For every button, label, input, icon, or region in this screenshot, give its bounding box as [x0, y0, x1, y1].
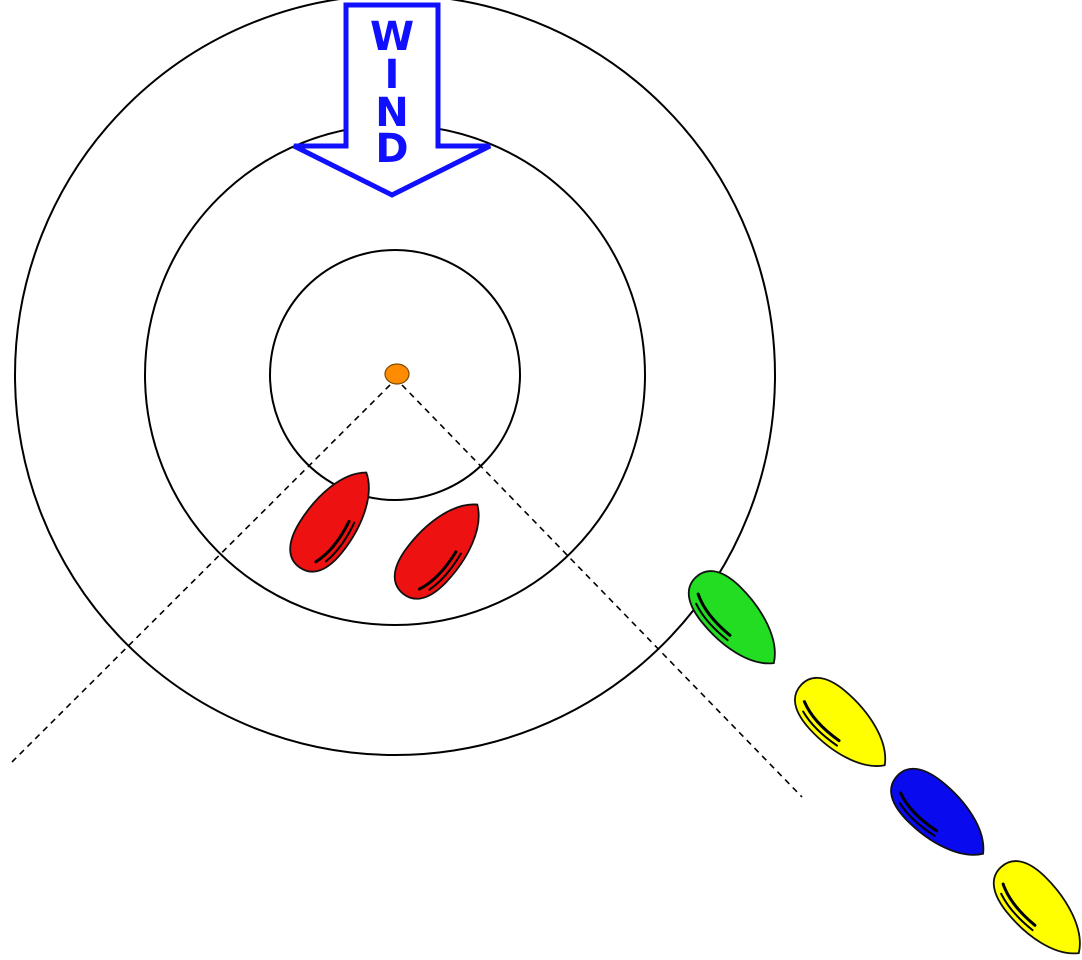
- wind-arrow: W I N D: [292, 2, 492, 198]
- wind-arrow-shape: [292, 2, 492, 198]
- left-layline: [11, 384, 391, 763]
- red-boat-1: [289, 471, 370, 573]
- boat-deck-line: [695, 602, 729, 642]
- boat-hull: [687, 570, 776, 665]
- boat-deck-line: [696, 592, 732, 637]
- wind-letter-w: W: [370, 14, 414, 60]
- green-boat: [687, 570, 776, 665]
- boat-hull: [890, 767, 985, 856]
- blue-boat: [890, 767, 985, 856]
- boat-deck-line: [324, 521, 356, 563]
- boat-deck-line: [802, 710, 838, 747]
- boat-deck-line: [314, 519, 351, 564]
- boat-hull: [992, 860, 1081, 955]
- boat-hull: [393, 503, 480, 600]
- boat-deck-line: [898, 801, 936, 837]
- mark-buoy: [384, 363, 410, 385]
- boat-deck-line: [428, 552, 462, 591]
- red-boat-2: [393, 503, 480, 600]
- boat-deck-line: [1000, 892, 1034, 932]
- boat-deck-line: [899, 791, 939, 833]
- boat-hull: [794, 676, 887, 767]
- boat-deck-line: [802, 700, 841, 743]
- yellow-boat-2: [992, 860, 1081, 955]
- inner-zone-circle: [269, 249, 521, 501]
- yellow-boat-1: [794, 676, 887, 767]
- right-layline: [401, 384, 803, 798]
- boat-deck-line: [417, 550, 458, 591]
- boats-layer: [289, 471, 1081, 955]
- boat-deck-line: [1001, 882, 1037, 927]
- wind-letter-d: D: [375, 126, 408, 172]
- boat-hull: [289, 471, 370, 573]
- outer-zone-circle: [14, 0, 776, 756]
- wind-letter-n: N: [375, 90, 408, 136]
- wind-letter-i: I: [385, 52, 400, 98]
